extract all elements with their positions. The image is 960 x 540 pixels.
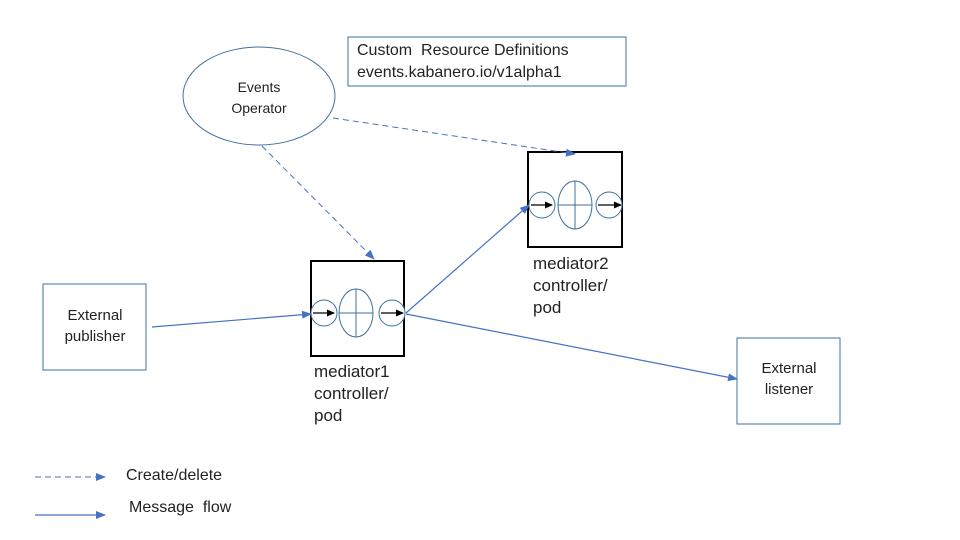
external-listener-label-line2: listener [764,381,814,398]
mediator1-label-line2: controller/ [314,384,389,403]
mediator2-label-line3: pod [533,298,562,317]
external-publisher-label-line2: publisher [64,328,126,345]
events-operator-node [182,46,336,146]
mediator2-label-line2: controller/ [533,276,608,295]
crd-label: Custom Resource Definitions events.kaban… [357,40,569,84]
crd-label-line1: Custom Resource Definitions [357,42,569,59]
edge-mediator1-to-listener [405,313,738,382]
crd-label-line2: events.kabanero.io/v1alpha1 [357,64,562,81]
edge-mediator1-to-mediator2 [405,204,530,314]
events-operator-label-line1: Events [237,79,281,95]
mediator1-pod [310,260,406,357]
external-publisher-node [42,283,147,371]
edge-operator-to-mediator1 [261,145,375,260]
edge-publisher-to-mediator1 [151,310,312,328]
mediator1-label-line3: pod [314,406,343,425]
mediator2-label: mediator2 controller/ pod [533,253,609,319]
external-listener-label-line1: External [761,360,817,377]
external-listener-label: External listener [738,358,840,400]
mediator1-label-line1: mediator1 [314,362,390,381]
external-publisher-label: External publisher [44,305,146,347]
edge-operator-to-mediator2 [332,117,576,157]
mediator2-label-line1: mediator2 [533,254,609,273]
external-publisher-label-line1: External [67,307,123,324]
external-listener-node [736,337,841,425]
mediator2-pod [527,151,623,248]
legend-create-delete-label: Create/delete [126,467,223,484]
events-operator-label-line2: Operator [231,100,287,116]
legend-message-flow-label: Message flow [129,499,232,516]
events-operator-label: Events Operator [200,77,318,119]
mediator1-label: mediator1 controller/ pod [314,361,390,427]
crd-box [347,36,627,87]
